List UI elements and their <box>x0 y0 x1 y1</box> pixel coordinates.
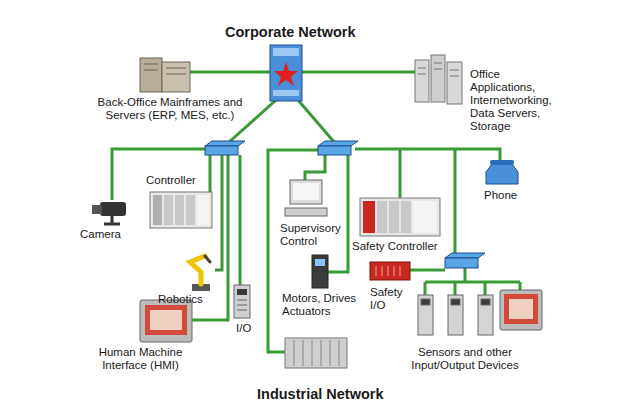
label-text: Back-Office Mainframes and Servers (ERP,… <box>85 96 255 122</box>
label-text: Controller <box>146 174 216 187</box>
device-label: Back-Office Mainframes and Servers (ERP,… <box>85 96 255 122</box>
label-text: Camera <box>80 228 140 241</box>
device-label: Controller <box>146 174 216 187</box>
robot-icon <box>190 256 210 291</box>
label-text: Motors, Drives Actuators <box>282 292 382 318</box>
device-label: I/O <box>236 322 266 335</box>
sensor-icon <box>418 290 542 335</box>
device-label: Motors, Drives Actuators <box>282 292 382 318</box>
device-label: Supervisory Control <box>280 222 344 248</box>
computer-icon <box>285 180 327 216</box>
device-label: Phone <box>484 189 544 202</box>
device-label: Camera <box>80 228 140 241</box>
hmi-icon <box>140 300 192 342</box>
label-text: I/O <box>236 322 266 335</box>
router-icon <box>270 45 302 101</box>
label-text: Robotics <box>158 293 218 306</box>
label-text: Sensors and other Input/Output Devices <box>400 346 530 372</box>
device-label: Safety Controller <box>352 240 462 253</box>
device-label: Office Applications, Internetworking, Da… <box>470 68 565 133</box>
diagram-title: Corporate Network <box>225 24 356 40</box>
diagram-caption: Industrial Network <box>257 386 384 402</box>
label-text: Supervisory Control <box>280 222 344 248</box>
label-text: Phone <box>484 189 544 202</box>
io-rack-icon <box>285 338 347 368</box>
label-text: Safety Controller <box>352 240 462 253</box>
label-text: Office Applications, Internetworking, Da… <box>470 68 565 133</box>
device-label: Robotics <box>158 293 218 306</box>
label-text: Safety I/O <box>370 286 415 312</box>
io-module-icon <box>234 285 250 318</box>
server-icon <box>415 55 462 104</box>
phone-icon <box>486 160 518 184</box>
safety-controller-icon <box>360 198 440 236</box>
device-label: Human Machine Interface (HMI) <box>88 346 193 372</box>
mainframe-icon <box>140 58 190 92</box>
drive-icon <box>312 255 328 288</box>
device-label: Sensors and other Input/Output Devices <box>400 346 530 372</box>
device-label: Safety I/O <box>370 286 415 312</box>
label-text: Human Machine Interface (HMI) <box>88 346 193 372</box>
switch-icon <box>205 141 485 268</box>
safety-io-icon <box>370 262 410 280</box>
camera-icon <box>92 202 126 224</box>
controller-icon <box>150 192 212 228</box>
